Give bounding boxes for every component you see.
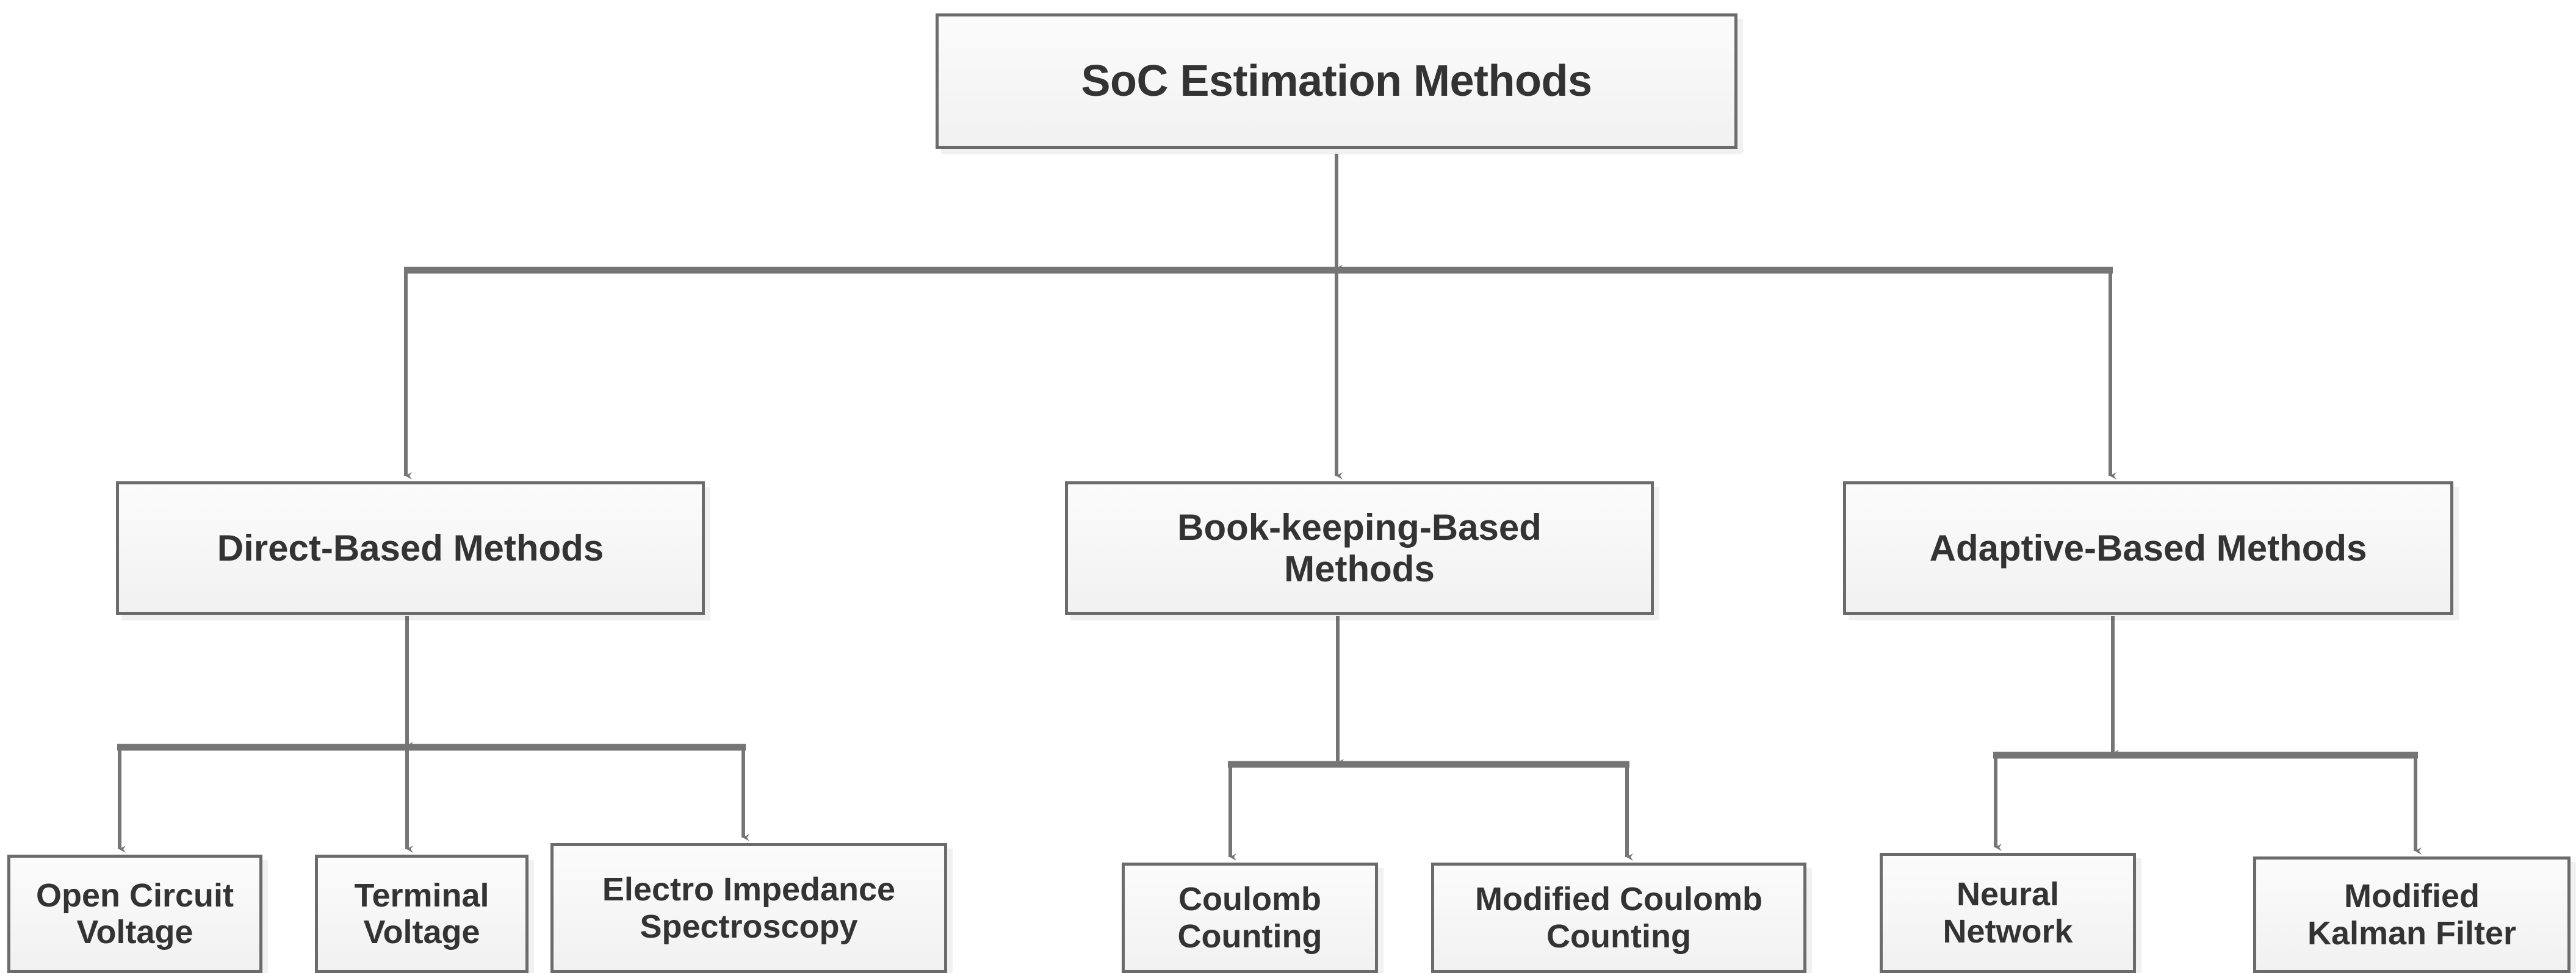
node-label: Neural Network <box>1943 876 2073 950</box>
node-label: Direct-Based Methods <box>217 527 604 569</box>
node-modified-coulomb-counting[interactable]: Modified Coulomb Counting <box>1431 863 1806 973</box>
node-neural-network[interactable]: Neural Network <box>1880 853 2136 973</box>
node-electro-impedance-spectroscopy[interactable]: Electro Impedance Spectroscopy <box>550 843 947 973</box>
node-adaptive-based-methods[interactable]: Adaptive-Based Methods <box>1843 481 2453 615</box>
node-label: Adaptive-Based Methods <box>1929 527 2367 569</box>
node-label: SoC Estimation Methods <box>1081 56 1592 106</box>
node-modified-kalman-filter[interactable]: Modified Kalman Filter <box>2253 856 2571 973</box>
node-soc-estimation-methods[interactable]: SoC Estimation Methods <box>936 13 1737 149</box>
node-label: Open Circuit Voltage <box>35 877 234 950</box>
node-label: Book-keeping-Based Methods <box>1177 507 1542 589</box>
node-label: Modified Coulomb Counting <box>1475 881 1762 955</box>
node-open-circuit-voltage[interactable]: Open Circuit Voltage <box>7 855 262 973</box>
node-direct-based-methods[interactable]: Direct-Based Methods <box>116 481 705 615</box>
node-book-keeping-based-methods[interactable]: Book-keeping-Based Methods <box>1065 481 1654 615</box>
node-label: Modified Kalman Filter <box>2307 878 2517 952</box>
node-coulomb-counting[interactable]: Coulomb Counting <box>1122 863 1378 973</box>
node-label: Terminal Voltage <box>354 877 489 950</box>
node-terminal-voltage[interactable]: Terminal Voltage <box>315 855 529 973</box>
node-label: Coulomb Counting <box>1177 881 1322 955</box>
node-label: Electro Impedance Spectroscopy <box>602 871 896 945</box>
